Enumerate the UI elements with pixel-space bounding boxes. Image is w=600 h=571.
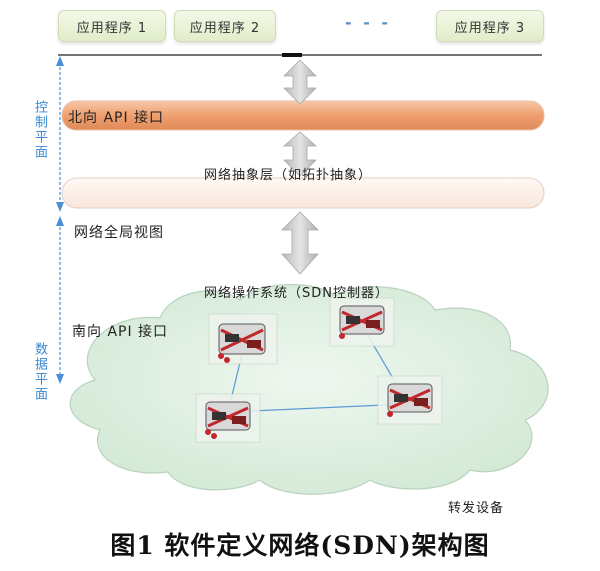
forwarding-devices-label: 转发设备 <box>448 501 505 516</box>
control-plane-label: 控制平面 <box>32 100 47 160</box>
forwarding-device-3 <box>195 393 261 443</box>
arrow-abstraction-controller <box>281 211 319 275</box>
southbound-api-label: 南向 API 接口 <box>72 324 169 340</box>
data-plane-label: 数据平面 <box>32 342 47 402</box>
divider-notch <box>282 53 302 57</box>
app-label-3: 应用程序 3 <box>454 20 526 36</box>
abstraction-bar <box>61 177 545 209</box>
forwarding-device-4 <box>377 375 443 425</box>
abstraction-layer-label: 网络抽象层（如拓扑抽象） <box>204 168 373 183</box>
app-ellipsis: - - - <box>345 13 392 32</box>
global-view-label: 网络全局视图 <box>74 225 164 241</box>
app-box-3: 应用程序 3 <box>436 10 544 42</box>
forwarding-device-1 <box>208 313 278 365</box>
network-cloud <box>69 284 549 495</box>
control-axis-arrow-up <box>56 56 64 66</box>
arrow-apps-northbound <box>283 59 317 105</box>
data-axis-arrow-down <box>56 374 64 384</box>
control-axis-arrow-down <box>56 202 64 212</box>
figure-caption: 图1 软件定义网络(SDN)架构图 <box>110 531 490 560</box>
northbound-api-label: 北向 API 接口 <box>68 110 165 126</box>
controller-label: 网络操作系统（SDN控制器） <box>204 286 389 301</box>
forwarding-device-2 <box>329 297 395 347</box>
app-label-1: 应用程序 1 <box>76 20 148 36</box>
app-box-2: 应用程序 2 <box>174 10 276 42</box>
app-box-1: 应用程序 1 <box>58 10 166 42</box>
arrow-northbound-abstraction <box>282 131 318 177</box>
app-label-2: 应用程序 2 <box>189 20 261 36</box>
data-axis-arrow-up <box>56 216 64 226</box>
